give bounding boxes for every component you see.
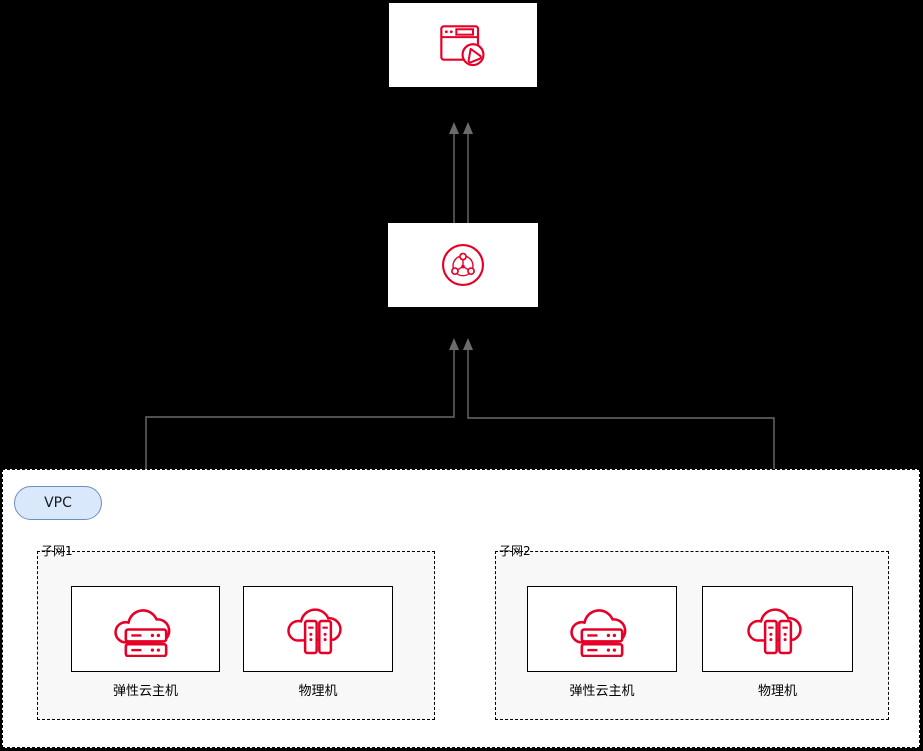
subnet2-ecs-node — [527, 586, 677, 672]
elastic-cloud-server-icon — [113, 602, 179, 657]
subnet1-bms-node — [243, 586, 393, 672]
arrowhead-up-icon — [463, 122, 473, 134]
subnet2-bms-node — [702, 586, 853, 672]
subnet2-bms-label: 物理机 — [757, 684, 797, 699]
vpc-badge: VPC — [14, 486, 102, 520]
arrowhead-up-icon — [449, 122, 459, 134]
subnet1-bms-label: 物理机 — [298, 684, 338, 699]
subnet1-ecs-node — [71, 586, 220, 672]
subnet-2-label: 子网2 — [499, 544, 531, 558]
web-application-node — [389, 3, 537, 87]
subnet2-ecs-label: 弹性云主机 — [569, 684, 635, 699]
elastic-cloud-server-icon — [569, 602, 635, 657]
arrowhead-up-icon — [463, 338, 473, 350]
load-balancer-icon — [440, 242, 486, 288]
vpc-label: VPC — [44, 495, 72, 511]
physical-machine-icon — [286, 601, 350, 657]
web-application-icon — [438, 23, 488, 68]
arrowhead-up-icon — [449, 338, 459, 350]
physical-machine-icon — [746, 601, 810, 657]
subnet-1-label: 子网1 — [41, 544, 73, 558]
subnet1-ecs-label: 弹性云主机 — [112, 684, 178, 699]
load-balancer-node — [388, 223, 538, 307]
